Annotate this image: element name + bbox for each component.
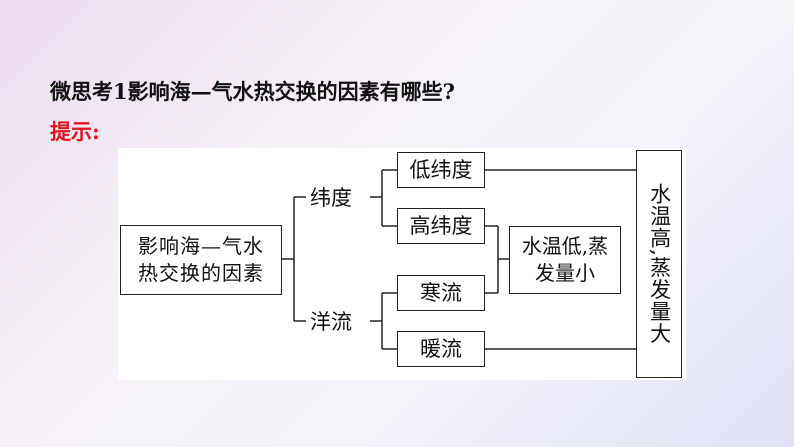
leaf-warm-current-text: 暖流: [420, 336, 462, 361]
result-low-text: 水温低,蒸发量小: [521, 234, 609, 285]
result-high-text: 水温高,蒸发量大: [647, 183, 672, 345]
leaf-high-latitude: 高纬度: [397, 208, 485, 244]
leaf-high-latitude-text: 高纬度: [409, 213, 473, 238]
leaf-cold-current-text: 寒流: [420, 280, 462, 305]
result-low-box: 水温低,蒸发量小: [509, 226, 621, 294]
leaf-low-latitude: 低纬度: [397, 152, 485, 188]
connector-lines: [282, 169, 636, 350]
diagram-panel: 影响海—气水热交换的因素 纬度 洋流 低纬度 高纬度 寒流 暖流 水温低,蒸发量…: [118, 148, 686, 380]
leaf-low-latitude-text: 低纬度: [409, 157, 473, 182]
result-high-box: 水温高,蒸发量大: [636, 150, 682, 378]
branch-latitude: 纬度: [308, 182, 354, 212]
root-box: 影响海—气水热交换的因素: [120, 225, 282, 295]
question-title: 微思考1影响海—气水热交换的因素有哪些?: [50, 79, 455, 104]
leaf-cold-current: 寒流: [397, 275, 485, 311]
leaf-warm-current: 暖流: [397, 331, 485, 367]
branch-current: 洋流: [308, 306, 354, 336]
root-text: 影响海—气水热交换的因素: [138, 234, 264, 285]
hint-label: 提示:: [50, 119, 100, 144]
